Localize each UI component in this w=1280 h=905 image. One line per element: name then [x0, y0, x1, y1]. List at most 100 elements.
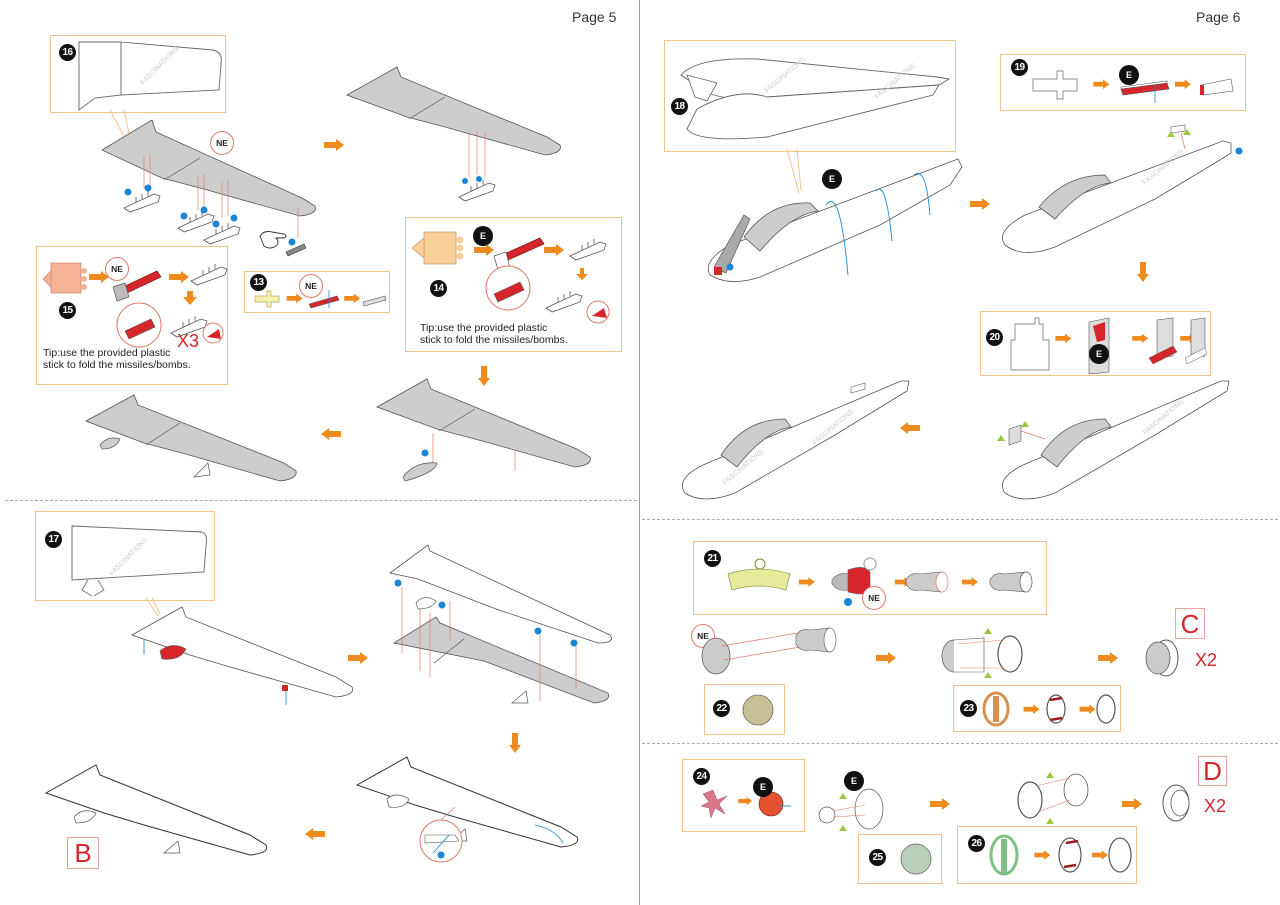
arrow-right-icon: [876, 652, 896, 664]
engine-cap-assembly-22: [701, 627, 837, 675]
step-14-callout: E 14 Tip:use the provided plastic stick …: [405, 217, 622, 352]
step-17-callout: 17 FASCINATIONS: [35, 511, 215, 601]
quantity-label-d: X2: [1204, 796, 1227, 816]
arrow-right-icon: [930, 798, 950, 810]
step-13-number: 13: [250, 274, 267, 291]
step-21-number: 21: [704, 550, 721, 567]
engine-intake-fold-sequence-21: [727, 557, 1033, 606]
page-divider: [639, 0, 640, 905]
step-25-number: 25: [869, 849, 886, 866]
wing-finished-detail: [355, 756, 579, 863]
tag-e-step18: E: [822, 169, 842, 189]
step-20-callout: 20 E: [980, 311, 1211, 376]
wing-part-flat-icon: FASCINATIONS: [78, 41, 222, 111]
step-21-callout: 21 NE: [693, 541, 1047, 615]
step-26-number: 26: [968, 835, 985, 852]
wing-top-bottom-assembly: [389, 544, 612, 704]
page-number-left: Page 5: [572, 9, 617, 25]
step-20-number: 20: [986, 329, 1003, 346]
pylon-fold-sequence-13: [254, 290, 387, 309]
bracket-fold-sequence-19: [1032, 70, 1234, 103]
subassembly-label-c: C: [1175, 608, 1205, 639]
step-25-callout: 25: [858, 834, 942, 884]
tag-e-step19: E: [1119, 65, 1139, 85]
tip-line-2: stick to fold the missiles/bombs.: [420, 334, 568, 346]
tip-line-1: Tip:use the provided plastic: [420, 322, 548, 334]
step-26-callout: 26: [957, 826, 1137, 884]
step-23-callout: 23: [953, 685, 1121, 732]
arrow-right-icon: [1098, 652, 1118, 664]
callout-leader-16: [109, 109, 131, 141]
callout-leader-18: [786, 148, 802, 194]
exhaust-ring-assembly-26: [1017, 772, 1089, 824]
arrow-down-icon: [1137, 262, 1149, 282]
arrow-right-icon: [348, 652, 368, 664]
section-divider-right-1: [642, 519, 1278, 520]
arrow-left-icon: [305, 828, 325, 840]
ring-fold-sequence-26: [989, 834, 1132, 876]
missile-fold-sequence-15: [42, 262, 228, 348]
turbine-fold-sequence-24: [700, 789, 791, 819]
step-15-callout: NE 15 X3 Tip:use the provided plastic st…: [36, 246, 228, 385]
seat-fold-sequence-20: [1010, 317, 1208, 375]
section-divider-left: [5, 500, 637, 501]
wing-underside-assembly: [101, 119, 316, 246]
callout-leader-17: [145, 597, 161, 617]
step-17-number: 17: [45, 531, 62, 548]
step-16-number: 16: [59, 44, 76, 61]
wing-top-part-flat-icon: FASCINATIONS: [71, 525, 207, 597]
missile-fold-sequence-14: [411, 231, 610, 324]
section-divider-right-2: [642, 743, 1278, 744]
quantity-label-c: X2: [1195, 650, 1218, 670]
step-19-number: 19: [1011, 59, 1028, 76]
step-19-callout: 19 E: [1000, 54, 1246, 111]
wing-completed-underside: [85, 394, 297, 482]
arrow-right-icon: [970, 198, 990, 210]
tip-line-1: Tip:use the provided plastic: [43, 347, 171, 359]
step-15-number: 15: [59, 302, 76, 319]
wing-with-pylon: [376, 378, 591, 482]
disc-part-icon: [900, 843, 932, 875]
step-22-number: 22: [713, 700, 730, 717]
fuselage-cockpit-complete: FASCINATIONS FASCINATIONS: [681, 380, 910, 500]
tag-ne-step13: NE: [299, 274, 323, 298]
arrow-left-icon: [900, 422, 920, 434]
step-16-callout: 16 FASCINATIONS: [50, 35, 226, 113]
tip-line-2: stick to fold the missiles/bombs.: [43, 359, 191, 371]
step-18-callout: 18 FASCINATIONS FASCINATIONS: [664, 40, 956, 152]
subassembly-label-b: B: [67, 837, 99, 869]
tag-ne-step16: NE: [210, 131, 234, 155]
tip-text-14: Tip:use the provided plastic stick to fo…: [420, 322, 568, 346]
exhaust-d-icon: [1162, 784, 1190, 822]
tag-ne-step21: NE: [862, 586, 886, 610]
fuselage-with-bracket: FASCINATIONS: [1002, 124, 1243, 253]
step-13-callout: 13 NE: [244, 271, 390, 313]
fuselage-half-assembly: [707, 158, 963, 282]
quantity-label-x3: X3: [177, 331, 200, 351]
step-23-number: 23: [960, 700, 977, 717]
step-24-number: 24: [693, 768, 710, 785]
arrow-down-icon: [509, 733, 521, 753]
fuselage-part-flat-icon: FASCINATIONS FASCINATIONS: [680, 56, 951, 140]
wing-top-assembly: [131, 606, 354, 705]
engine-cap-disc-icon: [742, 694, 774, 726]
page-number-right: Page 6: [1196, 9, 1241, 25]
fuselage-with-seat: FASCINATIONS: [997, 380, 1230, 500]
tag-e-step25: E: [844, 771, 864, 791]
tip-text-15: Tip:use the provided plastic stick to fo…: [43, 347, 191, 371]
step-14-number: 14: [430, 280, 447, 297]
tag-ne-step15: NE: [105, 257, 129, 281]
wing-with-missiles: [346, 66, 561, 202]
engine-ring-assembly-23: [941, 628, 1023, 678]
step-18-number: 18: [671, 98, 688, 115]
step-24-callout: 24 E: [682, 759, 805, 832]
turbine-disc-assembly-25: [818, 788, 884, 831]
tag-e-step14: E: [473, 226, 493, 246]
subassembly-label-d: D: [1198, 756, 1227, 786]
engine-intake-c-icon: [1145, 639, 1179, 677]
hand-pointer-icon: [259, 231, 307, 257]
arrow-left-icon: [321, 428, 341, 440]
wing-assembly-b: [44, 764, 268, 856]
ring-fold-sequence-23: [982, 691, 1116, 727]
arrow-right-icon: [1122, 798, 1142, 810]
